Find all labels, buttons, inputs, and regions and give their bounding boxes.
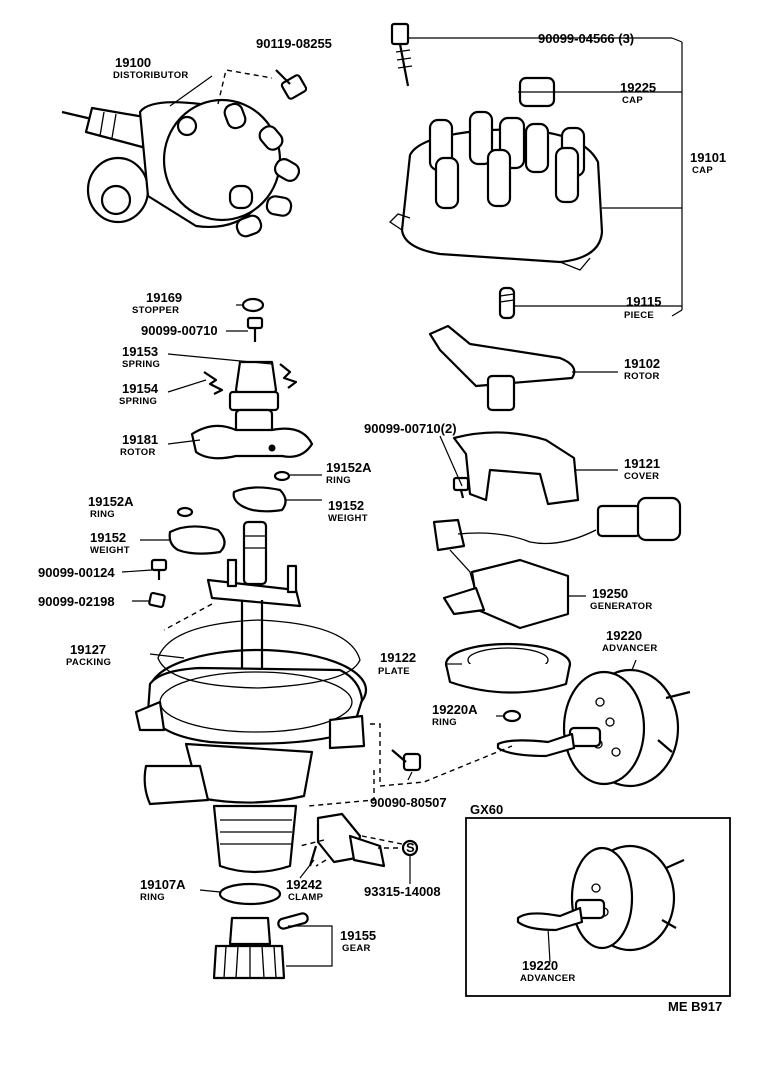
label-19152a-left-num: 19152A <box>88 494 134 509</box>
generator-19250-part <box>432 496 682 630</box>
label-19107a-name: RING <box>140 892 165 903</box>
label-90099-00710-2: 90099-00710(2) <box>364 421 457 436</box>
label-19121-num: 19121 <box>624 456 660 471</box>
spring-19153-part <box>279 363 298 389</box>
bolt-90099-04566 <box>390 22 413 87</box>
distributor-assembly <box>61 69 301 238</box>
label-19101-num: 19101 <box>690 150 726 165</box>
washer-90099-02198 <box>148 591 166 609</box>
label-19107a-num: 19107A <box>140 877 186 892</box>
label-19220a-num: 19220A <box>432 702 478 717</box>
label-19115-num: 19115 <box>626 294 661 309</box>
label-90099-00710: 90099-00710 <box>141 323 218 338</box>
label-19102-name: ROTOR <box>624 371 660 382</box>
rotor-19102-part <box>428 324 576 412</box>
cover-19121-part <box>452 431 580 506</box>
label-19155-num: 19155 <box>340 928 376 943</box>
ring-19152a-right-part <box>273 470 291 482</box>
stopper-part <box>241 297 265 313</box>
label-19154-name: SPRING <box>119 396 157 407</box>
label-19152-right-num: 19152 <box>328 498 364 513</box>
advancer-gx60-part <box>516 844 685 952</box>
label-19181-num: 19181 <box>122 432 158 447</box>
gx60-frame <box>465 817 731 997</box>
label-19250-name: GENERATOR <box>590 601 653 612</box>
governor-shaft-rotor-19181 <box>190 360 314 460</box>
label-19122-name: PLATE <box>378 666 410 677</box>
label-19127-name: PACKING <box>66 657 111 668</box>
label-19242-num: 19242 <box>286 877 322 892</box>
advancer-19220-part <box>496 668 691 788</box>
label-19152a-right-num: 19152A <box>326 460 372 475</box>
distributor-housing <box>134 520 368 874</box>
label-19220-name: ADVANCER <box>602 643 658 654</box>
label-19153-num: 19153 <box>122 344 158 359</box>
clamp-19242-part <box>308 812 386 868</box>
label-90099-02198: 90099-02198 <box>38 594 115 609</box>
label-19121-name: COVER <box>624 471 659 482</box>
gx60-title: GX60 <box>470 802 503 817</box>
bolt-90119-08255 <box>275 69 308 100</box>
label-90090-80507: 90090-80507 <box>370 795 447 810</box>
piece-19115-part <box>498 286 516 320</box>
label-19152-left-num: 19152 <box>90 530 126 545</box>
label-19127-num: 19127 <box>70 642 106 657</box>
label-19220a-name: RING <box>432 717 457 728</box>
label-19122-num: 19122 <box>380 650 416 665</box>
label-19152-left-name: WEIGHT <box>90 545 130 556</box>
label-19169-num: 19169 <box>146 290 182 305</box>
label-19220-num: 19220 <box>606 628 642 643</box>
label-19154-num: 19154 <box>122 381 159 396</box>
plate-19122-part <box>444 642 572 694</box>
leader-lines <box>121 75 637 967</box>
label-19250-num: 19250 <box>592 586 628 601</box>
bolt-93315-14008: S <box>401 839 419 857</box>
label-19100-name: DISTORIBUTOR <box>113 70 189 81</box>
weight-19152-left-part <box>168 525 226 555</box>
screw-90099-00710 <box>246 316 264 342</box>
label-19153-name: SPRING <box>122 359 160 370</box>
label-19225-num: 19225 <box>620 80 656 95</box>
svg-text:S: S <box>406 840 415 855</box>
label-19100-num: 19100 <box>115 55 151 70</box>
cap-bracket <box>408 37 683 317</box>
label-90099-00124: 90099-00124 <box>38 565 115 580</box>
ring-19220a-part <box>502 709 522 723</box>
label-19155-name: GEAR <box>342 943 371 954</box>
label-19152-right-name: WEIGHT <box>328 513 368 524</box>
gx60-inset: GX60 <box>465 802 731 997</box>
packing-19127-part <box>157 619 361 689</box>
label-19115-name: PIECE <box>624 310 654 321</box>
label-19181-name: ROTOR <box>120 447 156 458</box>
gear-19155-part <box>212 912 309 980</box>
label-90119-08255: 90119-08255 <box>256 36 332 51</box>
ring-19107a-part <box>218 882 282 906</box>
spring-19154-part <box>203 371 224 395</box>
label-19169-name: STOPPER <box>132 305 179 316</box>
label-19101-name: CAP <box>692 165 713 176</box>
label-19152a-left-name: RING <box>90 509 115 520</box>
distributor-cap-19101 <box>388 110 604 271</box>
label-19220-gx60-num: 19220 <box>522 958 558 973</box>
label-19242-name: CLAMP <box>288 892 324 903</box>
weight-19152-right-part <box>232 486 287 513</box>
labels: 19100 DISTORIBUTOR 90119-08255 90099-045… <box>38 31 726 1014</box>
label-19102-num: 19102 <box>624 356 660 371</box>
assembly-lines <box>163 603 513 867</box>
label-93315-14008: 93315-14008 <box>364 884 441 899</box>
label-90099-04566: 90099-04566 (3) <box>538 31 634 46</box>
ring-19152a-left-part <box>176 506 194 518</box>
label-19220-gx60-name: ADVANCER <box>520 973 576 984</box>
label-19225-name: CAP <box>622 95 643 106</box>
label-19152a-right-name: RING <box>326 475 351 486</box>
footer-code: ME B917 <box>668 999 722 1014</box>
screw-90099-00124 <box>150 558 168 580</box>
bolt-90090-80507 <box>391 749 422 772</box>
